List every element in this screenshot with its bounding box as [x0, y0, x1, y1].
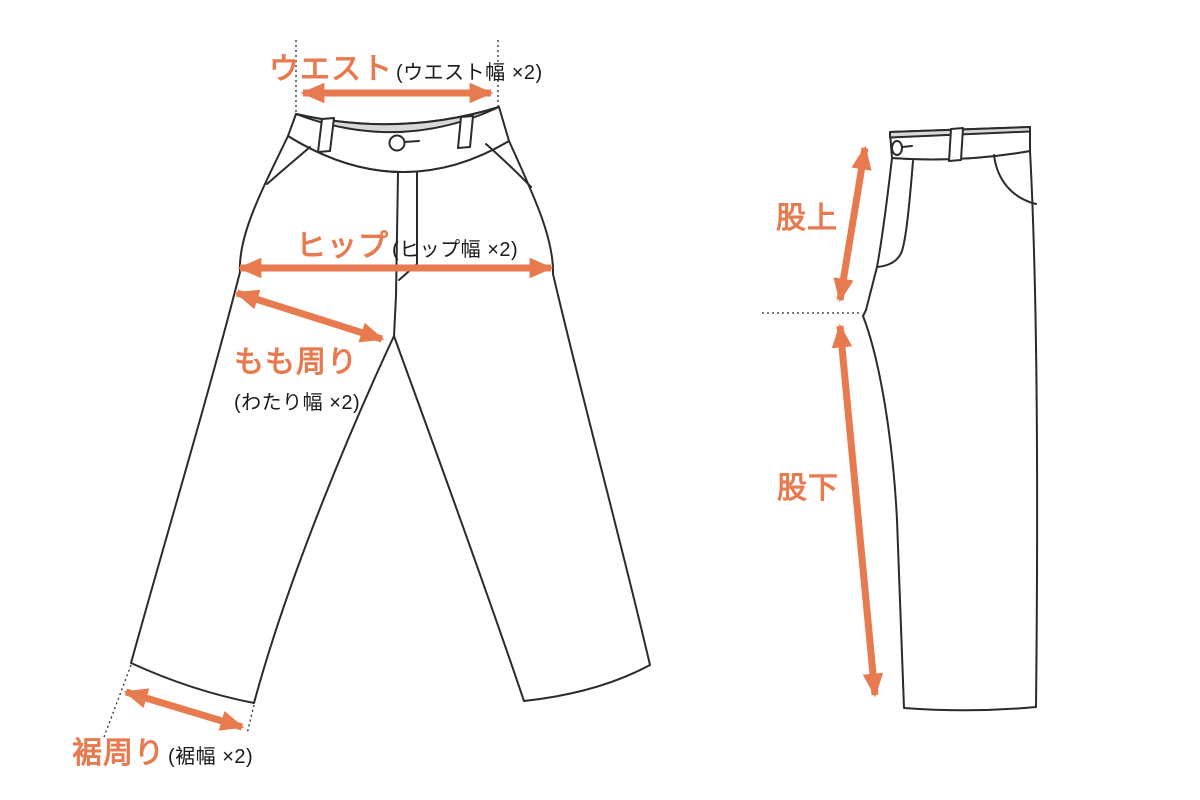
inseam-arrow — [831, 323, 884, 698]
front-button — [388, 134, 406, 152]
side-buttonhole — [901, 145, 913, 148]
front-buttonhole — [403, 140, 420, 143]
front-pocket-left — [266, 146, 311, 185]
side-belt-loop — [948, 127, 964, 162]
front-belt-loop-left — [317, 117, 335, 153]
front-center-seam — [393, 172, 399, 337]
hip-label-sub: (ヒップ幅 ×2) — [392, 239, 519, 261]
front-pocket-right — [485, 143, 532, 188]
thigh-label-sub: (わたり幅 ×2) — [234, 392, 361, 414]
hip-label: ヒップ (ヒップ幅 ×2) — [296, 221, 518, 265]
hem-label-sub: (裾幅 ×2) — [168, 746, 254, 768]
thigh-arrow — [234, 289, 385, 343]
rise-arrow — [833, 145, 872, 303]
hem-label: 裾周り (裾幅 ×2) — [72, 728, 253, 772]
rise-label-main: 股上 — [776, 202, 838, 235]
pants-front-view — [130, 106, 651, 704]
thigh-label-main: もも周り — [234, 346, 358, 379]
inseam-label: 股下 — [777, 463, 839, 507]
hem-guide-left — [103, 664, 132, 738]
side-back-pocket — [993, 154, 1037, 205]
waist-label-main: ウエスト — [269, 53, 393, 86]
hip-label-main: ヒップ — [296, 230, 389, 263]
inseam-label-main: 股下 — [777, 472, 839, 505]
pants-side-view — [862, 126, 1039, 712]
front-belt-loop-right — [457, 115, 474, 149]
rise-label: 股上 — [776, 193, 838, 237]
measurement-arrows — [123, 82, 884, 731]
hem-label-main: 裾周り — [72, 737, 165, 770]
guide-lines — [103, 40, 861, 738]
side-button — [891, 140, 903, 156]
front-waistband-inner-shade — [295, 106, 500, 134]
waist-label: ウエスト (ウエスト幅 ×2) — [269, 44, 543, 88]
waist-label-sub: (ウエスト幅 ×2) — [396, 62, 543, 84]
side-outline — [862, 150, 1039, 712]
thigh-label: もも周り (わたり幅 ×2) — [234, 337, 360, 415]
side-front-pocket — [876, 160, 914, 268]
hem-arrow — [123, 688, 245, 731]
